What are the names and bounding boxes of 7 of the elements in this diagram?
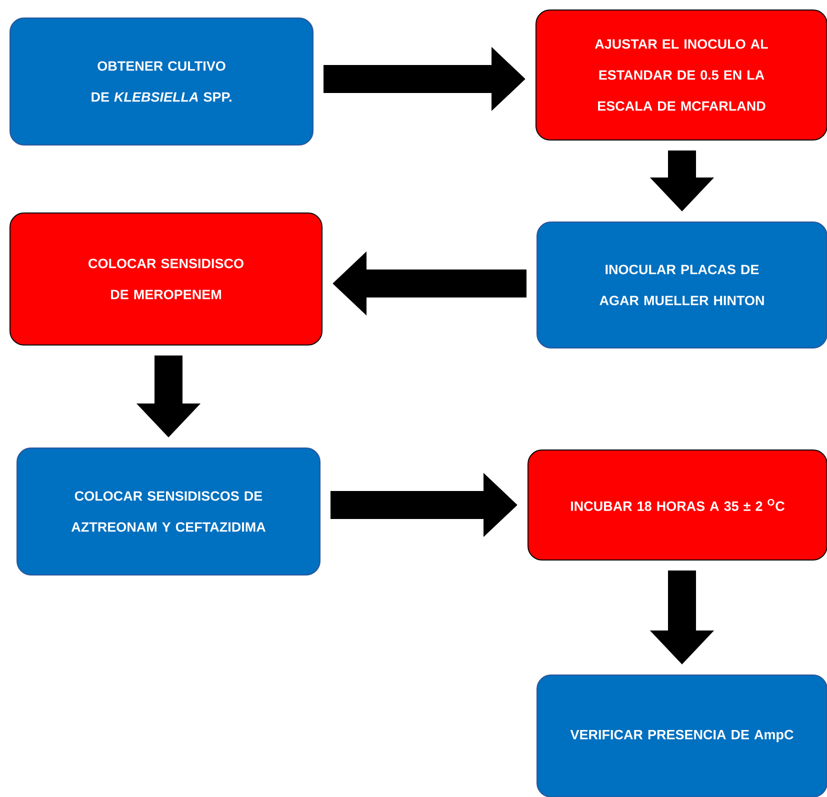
process-box: COLOCAR SENSIDISCOS DE AZTREONAM Y CEFTAZIDIMA [16, 447, 320, 576]
process-box: INOCULAR PLACAS DE AGAR MUELLER HINTON [536, 221, 827, 348]
process-box: INCUBAR 18 HORAS A 35 ± 2 $^{O}$C [528, 449, 827, 560]
process-box: AJUSTAR EL INOCULO AL ESTANDAR DE 0.5 EN LA ESCALA DE MCFARLAND [536, 9, 827, 140]
process-box: COLOCAR SENSIDISCO DE MEROPENEM [10, 212, 322, 346]
process-box: OBTENER CULTIVO DE KLEBSIELLA SPP. [10, 18, 314, 146]
process-box: VERIFICAR PRESENCIA DE AmpC [536, 674, 827, 797]
